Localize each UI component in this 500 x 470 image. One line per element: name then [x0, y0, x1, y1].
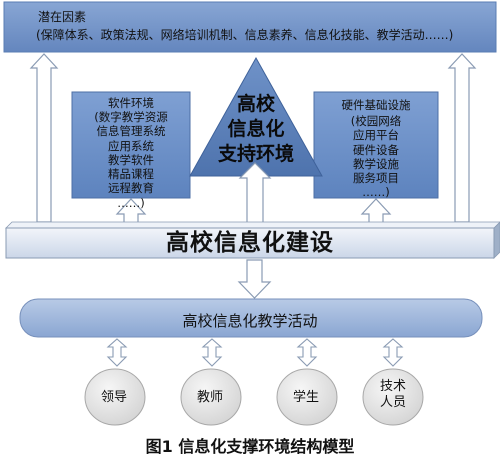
construction-band	[5, 227, 495, 259]
teacher-circle	[180, 368, 242, 426]
construction-label: 高校信息化建设	[166, 230, 334, 256]
participant-technical-staff-label: 技术 人员	[379, 379, 406, 411]
hardware-up-arrow	[360, 198, 392, 225]
support-up-arrow	[238, 162, 272, 225]
potential-factors-detail: (保障体系、政策法规、网络培训机制、信息素养、信息化技能、教学活动……)	[36, 28, 454, 42]
construction-to-activity-arrow	[237, 259, 272, 299]
hardware-infrastructure-title: 硬件基础设施	[341, 98, 411, 112]
left-up-arrow	[29, 53, 59, 223]
participant-student-label: 学生	[292, 390, 319, 405]
construction-band-top	[5, 221, 500, 229]
software-up-arrow	[115, 198, 147, 225]
teacher-double-arrow	[201, 338, 223, 367]
staff-double-arrow	[382, 338, 404, 367]
staff-circle	[362, 368, 424, 426]
teaching-activity-label: 高校信息化教学活动	[182, 312, 318, 330]
potential-factors-panel	[3, 1, 497, 53]
potential-factors-title: 潜在因素	[38, 10, 87, 24]
software-environment-title: 软件环境	[108, 96, 154, 110]
software-environment-box	[71, 91, 191, 199]
student-double-arrow	[296, 338, 318, 367]
student-circle	[276, 368, 338, 426]
support-environment-label: 高校 信息化 支持环境	[217, 93, 294, 166]
hardware-infrastructure-box	[313, 91, 439, 199]
software-environment-detail: (数字教学资源 信息管理系统 应用系统 教学软件 精品课程 远程教育 ……)	[94, 110, 168, 210]
right-up-arrow	[447, 53, 477, 223]
leader-double-arrow	[106, 338, 128, 367]
figure-caption: 图1 信息化支撑环境结构模型	[145, 437, 355, 456]
teaching-activity-bar	[19, 298, 483, 338]
participant-teacher-label: 教师	[196, 390, 223, 405]
hardware-infrastructure-detail: (校园网络 应用平台 硬件设备 教学设施 服务项目 ……)	[350, 114, 402, 200]
participant-arrows	[106, 338, 404, 367]
leader-circle	[84, 368, 146, 426]
participant-leader-label: 领导	[100, 390, 127, 405]
